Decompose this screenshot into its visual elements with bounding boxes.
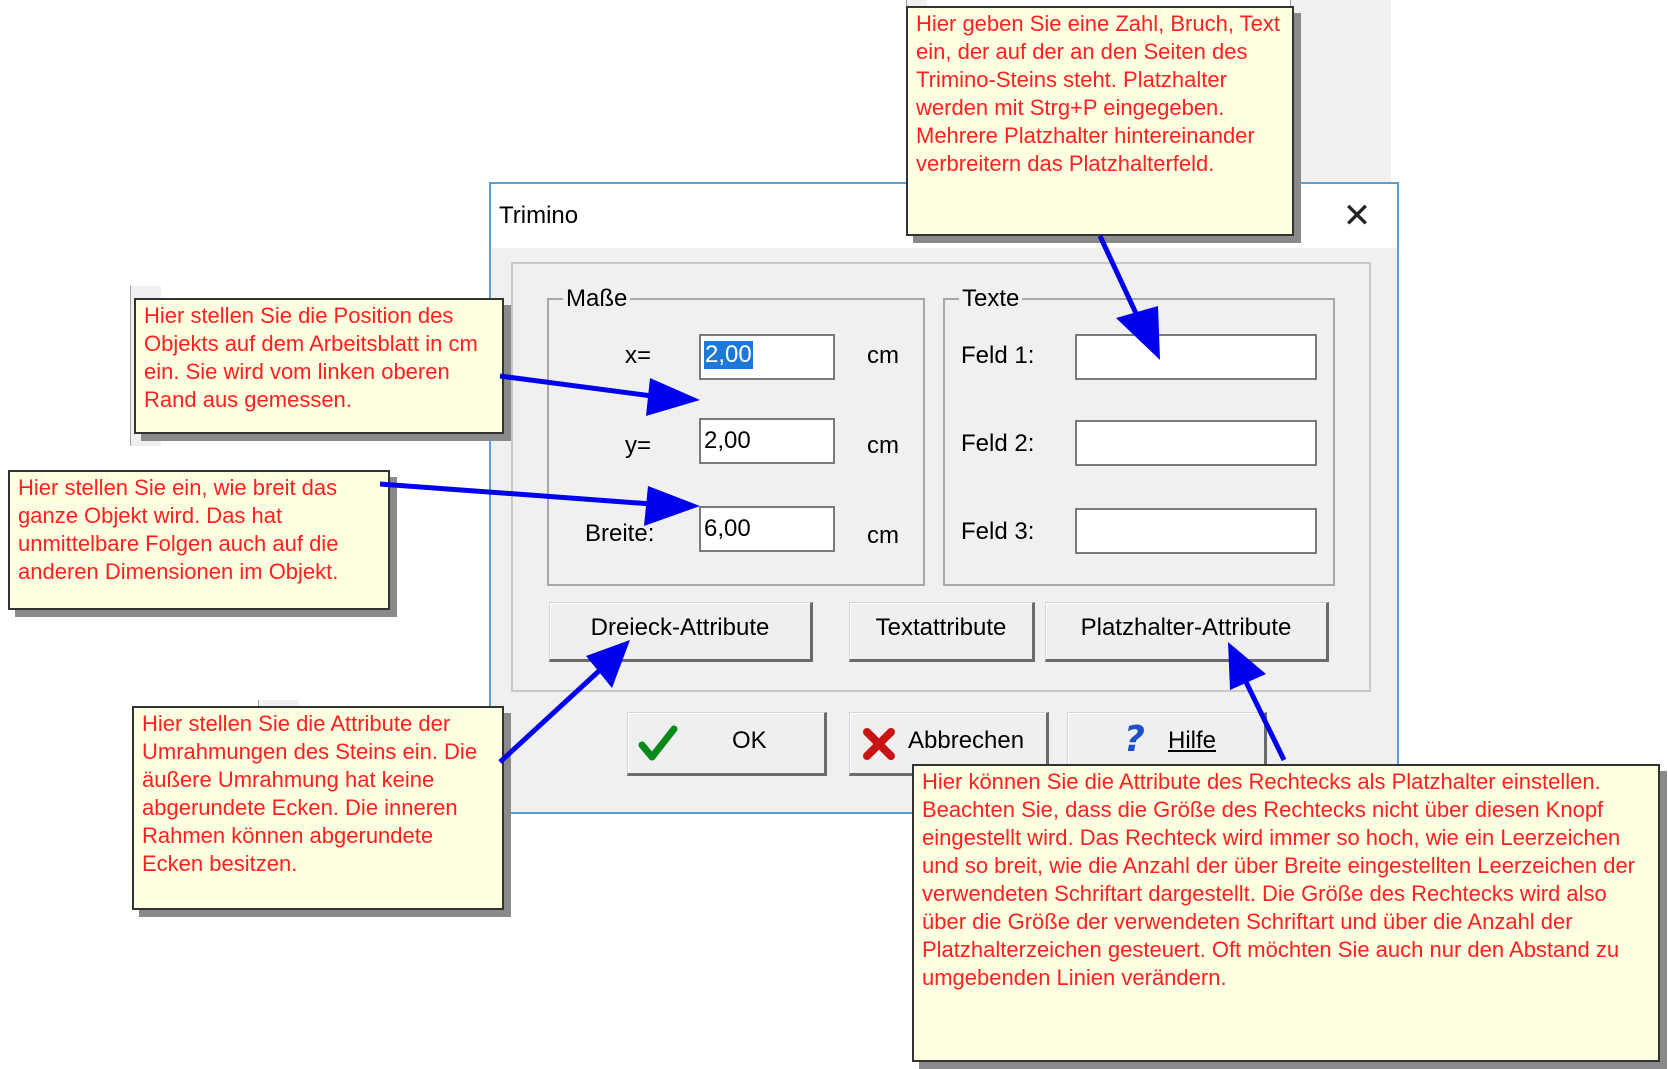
breite-unit-label: cm — [867, 522, 899, 549]
dialog-title: Trimino — [499, 202, 579, 229]
ok-button[interactable]: OK — [627, 712, 827, 776]
callout-position: Hier stellen Sie die Position des Objekt… — [134, 298, 504, 434]
masse-groupbox: Maße x= 2,00 cm y= cm Breite: cm — [547, 285, 925, 586]
callout-platzhalter-text: Hier können Sie die Attribute des Rechte… — [922, 769, 1636, 990]
feld3-label: Feld 3: — [961, 518, 1035, 545]
arrow-head-platzhalter — [1228, 642, 1266, 690]
content-frame: Maße x= 2,00 cm y= cm Breite: cm Texte F… — [511, 262, 1371, 692]
callout-dreieck: Hier stellen Sie die Attribute der Umrah… — [132, 706, 504, 910]
arrow-to-dreieck — [498, 668, 602, 764]
masse-legend: Maße — [563, 285, 631, 313]
y-label: y= — [625, 432, 652, 459]
platzhalter-attribute-button[interactable]: Platzhalter-Attribute — [1045, 602, 1329, 662]
feld2-label: Feld 2: — [961, 430, 1035, 457]
x-value-selected: 2,00 — [704, 341, 753, 369]
x-label: x= — [625, 342, 652, 369]
platzhalter-attribute-label: Platzhalter-Attribute — [1080, 614, 1292, 641]
feld1-label: Feld 1: — [961, 342, 1035, 369]
ok-label: OK — [732, 727, 767, 754]
arrow-to-breite — [379, 481, 653, 507]
callout-position-text: Hier stellen Sie die Position des Objekt… — [144, 303, 478, 412]
close-icon[interactable]: ✕ — [1342, 197, 1372, 235]
callout-texte-feld: Hier geben Sie eine Zahl, Bruch, Text ei… — [906, 6, 1294, 236]
callout-texte-feld-text: Hier geben Sie eine Zahl, Bruch, Text ei… — [916, 11, 1281, 176]
texte-legend: Texte — [959, 285, 1023, 313]
dreieck-attribute-button[interactable]: Dreieck-Attribute — [549, 602, 813, 662]
feld2-input[interactable] — [1075, 420, 1317, 466]
callout-breite: Hier stellen Sie ein, wie breit das ganz… — [8, 470, 390, 610]
x-mark-icon — [862, 727, 896, 768]
background-window-fragment — [1290, 0, 1391, 185]
arrow-to-x — [499, 373, 653, 399]
callout-breite-text: Hier stellen Sie ein, wie breit das ganz… — [18, 475, 339, 584]
breite-input[interactable] — [699, 506, 835, 552]
callout-dreieck-text: Hier stellen Sie die Attribute der Umrah… — [142, 711, 478, 876]
x-input[interactable]: 2,00 — [699, 334, 835, 380]
hilfe-label: Hilfe — [1168, 727, 1217, 754]
arrow-to-platzhalter — [1243, 680, 1287, 762]
feld3-input[interactable] — [1075, 508, 1317, 554]
question-mark-icon: ? — [1124, 719, 1145, 760]
arrow-head-feld1 — [1116, 306, 1160, 360]
arrow-head-breite — [644, 486, 700, 526]
dreieck-attribute-label: Dreieck-Attribute — [590, 614, 770, 641]
textattribute-button[interactable]: Textattribute — [849, 602, 1035, 662]
arrow-to-feld1 — [1097, 234, 1143, 324]
checkmark-icon — [638, 725, 678, 770]
callout-platzhalter: Hier können Sie die Attribute des Rechte… — [912, 764, 1660, 1062]
feld1-input[interactable] — [1075, 334, 1317, 380]
arrow-head-x — [646, 378, 700, 416]
texte-groupbox: Texte Feld 1: Feld 2: Feld 3: — [943, 285, 1335, 586]
textattribute-label: Textattribute — [875, 614, 1007, 641]
y-unit-label: cm — [867, 432, 899, 459]
x-unit-label: cm — [867, 342, 899, 369]
arrow-head-dreieck — [586, 640, 630, 688]
y-input[interactable] — [699, 418, 835, 464]
abbrechen-label: Abbrechen — [908, 727, 1025, 754]
breite-label: Breite: — [585, 520, 655, 547]
